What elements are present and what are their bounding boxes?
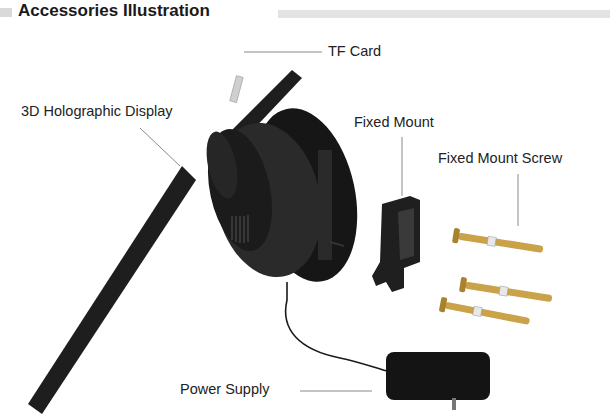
- header-bar: [0, 8, 12, 17]
- leader-lines: [140, 52, 518, 391]
- vent: [232, 215, 248, 243]
- mount-screws: [439, 228, 553, 329]
- part-label: Power Supply: [180, 381, 269, 398]
- hub-front: [198, 123, 282, 257]
- part-label: TF Card: [328, 43, 381, 60]
- plug-prong: [452, 398, 456, 410]
- tf-card: [230, 76, 243, 103]
- display-arm: [28, 166, 196, 414]
- part-label: Fixed Mount Screw: [438, 150, 562, 167]
- part-label: 3D Holographic Display: [21, 103, 173, 120]
- fixed-mount: [372, 196, 420, 292]
- power-cable: [286, 282, 390, 372]
- header-bar: [278, 10, 610, 18]
- part-label: Fixed Mount: [354, 114, 434, 131]
- power-adapter: [386, 352, 490, 400]
- figure-title: Accessories Illustration: [18, 1, 210, 21]
